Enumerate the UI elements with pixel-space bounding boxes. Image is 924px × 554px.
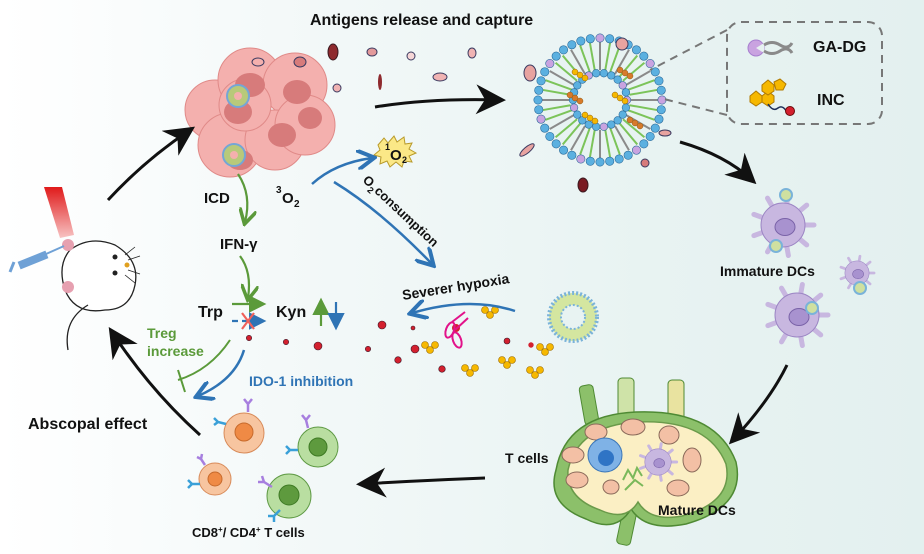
mature-dcs-label: Mature DCs [658, 502, 736, 518]
arrow-mouse-to-tumor [106, 126, 195, 202]
severer-hypoxia-label: Severer hypoxia [401, 270, 511, 303]
singlet-oxygen-burst [372, 135, 418, 168]
svg-text:3: 3 [276, 185, 282, 196]
arrow-o2-to-singlet [311, 158, 372, 185]
immature-dcs [751, 188, 876, 349]
svg-text:2: 2 [365, 185, 375, 196]
ga-dg-icon [747, 39, 794, 57]
ifn-gamma-label: IFN-γ [220, 236, 258, 253]
abscopal-effect-label: Abscopal effect [28, 416, 148, 433]
arrow-tcells-to-mouse [108, 326, 202, 437]
lymph-node [553, 377, 739, 546]
trp-label: Trp [198, 304, 223, 321]
t-cells-caption: CD8+/ CD4+ T cells [192, 525, 305, 540]
small-nanoparticle [547, 291, 599, 343]
tumor-cluster [184, 47, 336, 178]
triplet-oxygen-label: 3 O 2 [276, 185, 300, 210]
arrow-tumor-to-np [374, 84, 506, 115]
icd-label: ICD [204, 190, 230, 207]
legend-box [649, 21, 883, 125]
kyn-dots [246, 320, 511, 373]
arrow-dc-to-node [728, 364, 789, 445]
arrow-ido-inhibition [198, 349, 246, 396]
arrow-o2-consumption [333, 180, 432, 264]
treg-label-line1: Treg [147, 325, 177, 341]
arrow-node-to-tcells [356, 467, 486, 498]
syringe-icon [8, 245, 65, 273]
arrow-severer-hypoxia [412, 304, 516, 313]
arrow-np-to-dc [679, 140, 757, 185]
treg-inhibition-line [177, 339, 231, 381]
t-cells-label: T cells [505, 450, 549, 466]
treg-label-line2: increase [147, 343, 204, 359]
title-label: Antigens release and capture [310, 12, 533, 29]
kyn-label: Kyn [276, 304, 306, 321]
inc-molecule-icon [749, 78, 795, 116]
svg-text:2: 2 [402, 155, 407, 165]
antigen-particles [327, 43, 477, 93]
t-cells-group [187, 398, 339, 522]
mouse-illustration [8, 187, 141, 351]
legend-ga-dg-label: GA-DG [813, 39, 866, 56]
released-inc [421, 306, 554, 379]
o2-consumption-label: O 2 consumption [360, 172, 442, 250]
svg-text:2: 2 [294, 199, 300, 210]
scissors-icon [444, 311, 469, 349]
nanoparticle [519, 33, 672, 193]
blocked-x-icon [241, 312, 255, 330]
legend-inc-label: INC [817, 92, 845, 109]
svg-text:O: O [282, 190, 294, 207]
singlet-oxygen-label: 1 O 2 [385, 142, 407, 165]
immature-dcs-label: Immature DCs [720, 263, 815, 279]
svg-text:O: O [390, 147, 402, 164]
svg-text:1: 1 [385, 142, 390, 152]
svg-text:CD8+/ CD4+ T cells: CD8+/ CD4+ T cells [192, 525, 305, 540]
arrow-icd-to-ifn [237, 173, 247, 222]
ido-inhibition-label: IDO-1 inhibition [249, 373, 353, 389]
arrow-ifn-to-trp [239, 255, 249, 298]
inhibition-bar [177, 369, 186, 393]
